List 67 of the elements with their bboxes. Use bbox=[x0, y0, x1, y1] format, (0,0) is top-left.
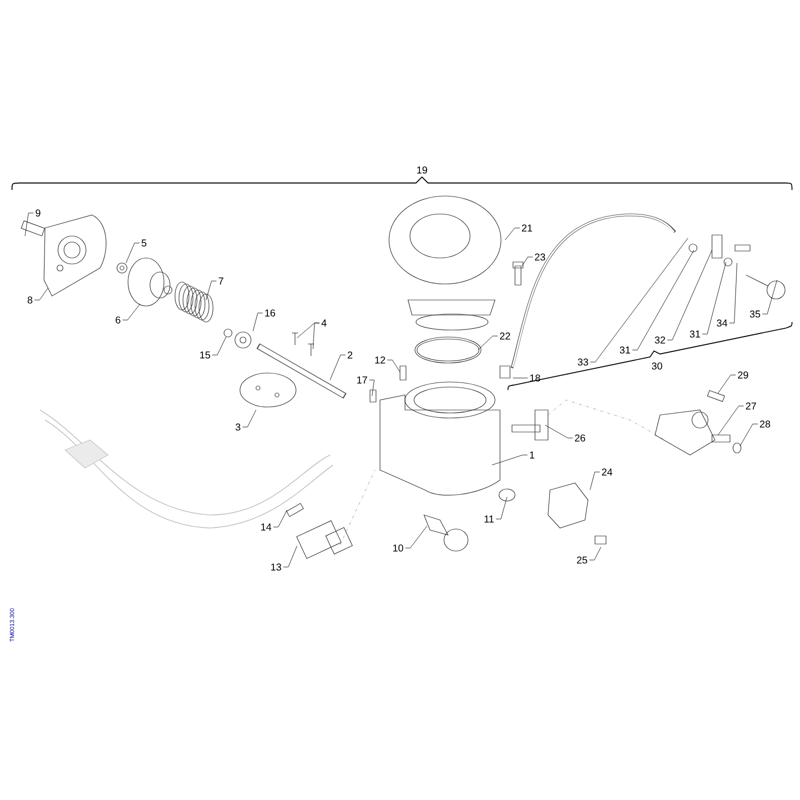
callout-number: 21 bbox=[522, 224, 532, 232]
leader-line bbox=[122, 304, 140, 320]
leader-line bbox=[729, 262, 738, 324]
leader-line bbox=[252, 312, 263, 332]
callout-number: 33 bbox=[578, 358, 588, 366]
callout-number: 11 bbox=[484, 516, 494, 522]
leader-line bbox=[206, 280, 217, 300]
callout-number: 31 bbox=[690, 330, 700, 338]
leader-line bbox=[212, 336, 226, 356]
callout-number: 29 bbox=[738, 371, 748, 379]
callout-number: 7 bbox=[218, 278, 224, 284]
group-number: 19 bbox=[417, 166, 428, 174]
callout-number: 4 bbox=[321, 320, 326, 326]
screw-drawing bbox=[707, 390, 725, 402]
leader-line bbox=[718, 374, 736, 394]
callout-number: 9 bbox=[36, 209, 40, 217]
callout-number: 10 bbox=[393, 544, 404, 552]
leader-line bbox=[496, 496, 508, 520]
leader-line bbox=[740, 424, 758, 446]
group-number: 30 bbox=[652, 362, 662, 370]
callout-number: 6 bbox=[116, 316, 120, 324]
leader-line bbox=[590, 472, 600, 490]
leader-line bbox=[312, 322, 320, 350]
callout-number: 17 bbox=[357, 376, 368, 384]
callout-number: 31 bbox=[620, 346, 630, 354]
leader-line bbox=[762, 280, 778, 314]
callout-number: 2 bbox=[348, 352, 352, 358]
callout-number: 3 bbox=[236, 423, 240, 431]
leader-line bbox=[667, 250, 712, 340]
callout-number: 27 bbox=[746, 402, 756, 410]
callout-number: 8 bbox=[28, 296, 32, 304]
leader-line bbox=[544, 424, 573, 438]
leader-line bbox=[522, 256, 533, 266]
leader-line bbox=[589, 546, 602, 560]
leader-line bbox=[478, 336, 498, 350]
callout-number: 22 bbox=[500, 332, 510, 340]
leader-line bbox=[34, 288, 48, 300]
leader-line bbox=[242, 410, 256, 428]
callout-number: 5 bbox=[142, 240, 146, 246]
callout-number: 28 bbox=[760, 420, 770, 428]
callout-number: 34 bbox=[716, 319, 728, 327]
callout-number: 14 bbox=[261, 524, 272, 530]
leader-line bbox=[387, 360, 400, 372]
callout-number: 25 bbox=[576, 556, 588, 564]
leader-line bbox=[273, 510, 288, 528]
leader-line bbox=[504, 228, 520, 240]
callout-number: 15 bbox=[200, 352, 210, 358]
callout-number: 26 bbox=[574, 434, 586, 442]
leader-line bbox=[590, 238, 688, 362]
leader-line bbox=[369, 380, 374, 396]
leader-line bbox=[330, 354, 346, 380]
leader-line bbox=[492, 454, 528, 466]
leader-line bbox=[126, 242, 140, 264]
leader-line bbox=[718, 406, 744, 436]
callout-number: 1 bbox=[530, 452, 534, 458]
callout-number: 32 bbox=[654, 336, 666, 344]
callout-number: 13 bbox=[271, 563, 282, 571]
callout-number: 16 bbox=[265, 309, 276, 317]
leader-line bbox=[24, 212, 34, 236]
leader-line bbox=[702, 262, 726, 334]
callout-number: 35 bbox=[750, 310, 760, 318]
leader-line bbox=[632, 250, 694, 350]
callout-number: 23 bbox=[534, 253, 546, 261]
leader-line bbox=[283, 546, 298, 568]
leader-line bbox=[405, 526, 428, 548]
callout-number: 24 bbox=[602, 468, 612, 476]
callout-number: 12 bbox=[375, 356, 386, 364]
